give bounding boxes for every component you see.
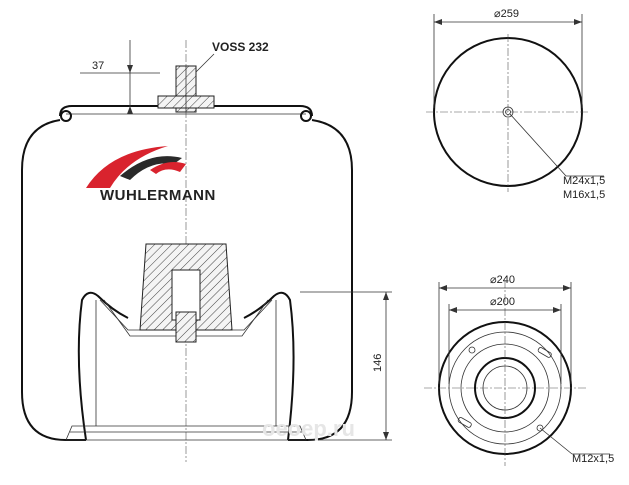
- dim-146-label: 146: [372, 354, 384, 372]
- bellows-right-wall: [288, 119, 353, 441]
- fitting-leader: [195, 53, 215, 73]
- piston-base: [65, 425, 307, 441]
- top-view: ⌀259 M24x1,5 M16x1,5: [426, 8, 605, 201]
- logo-swoosh-dark: [120, 156, 182, 180]
- bottom-bolt: [175, 311, 197, 343]
- side-view: 37 VOSS 232 146: [21, 40, 392, 462]
- thread-label-m12: M12x1,5: [572, 453, 614, 465]
- bellows-left-fold: [77, 291, 129, 441]
- top-bead-right: [300, 110, 312, 122]
- bellows-right-fold: [243, 291, 295, 441]
- bolt-hole-2: [536, 424, 544, 432]
- top-bead-left: [60, 110, 72, 122]
- top-view-fitting: [502, 106, 514, 118]
- fitting-label: VOSS 232: [212, 40, 269, 54]
- bolt-slot-1: [537, 347, 552, 358]
- thread-leader-bottom: [539, 427, 573, 455]
- dim-240-label: ⌀240: [490, 274, 515, 286]
- dim-259-label: ⌀259: [494, 8, 519, 20]
- bottom-view: ⌀240 ⌀200 M12x1,5: [424, 274, 614, 466]
- thread-leader-top: [509, 113, 567, 177]
- bolt-slot-2: [457, 417, 472, 428]
- dim-37-label: 37: [92, 60, 104, 72]
- bolt-hole-1: [468, 346, 476, 354]
- watermark: oeoep.ru: [262, 416, 355, 441]
- thread-label-m16: M16x1,5: [563, 189, 605, 201]
- bellows-left-wall: [21, 119, 86, 441]
- brand-logo: WUHLERMANN: [86, 146, 216, 204]
- thread-label-m24: M24x1,5: [563, 175, 605, 187]
- logo-swoosh-red: [86, 146, 168, 188]
- dim-200-label: ⌀200: [490, 296, 515, 308]
- brand-name: WUHLERMANN: [100, 187, 216, 204]
